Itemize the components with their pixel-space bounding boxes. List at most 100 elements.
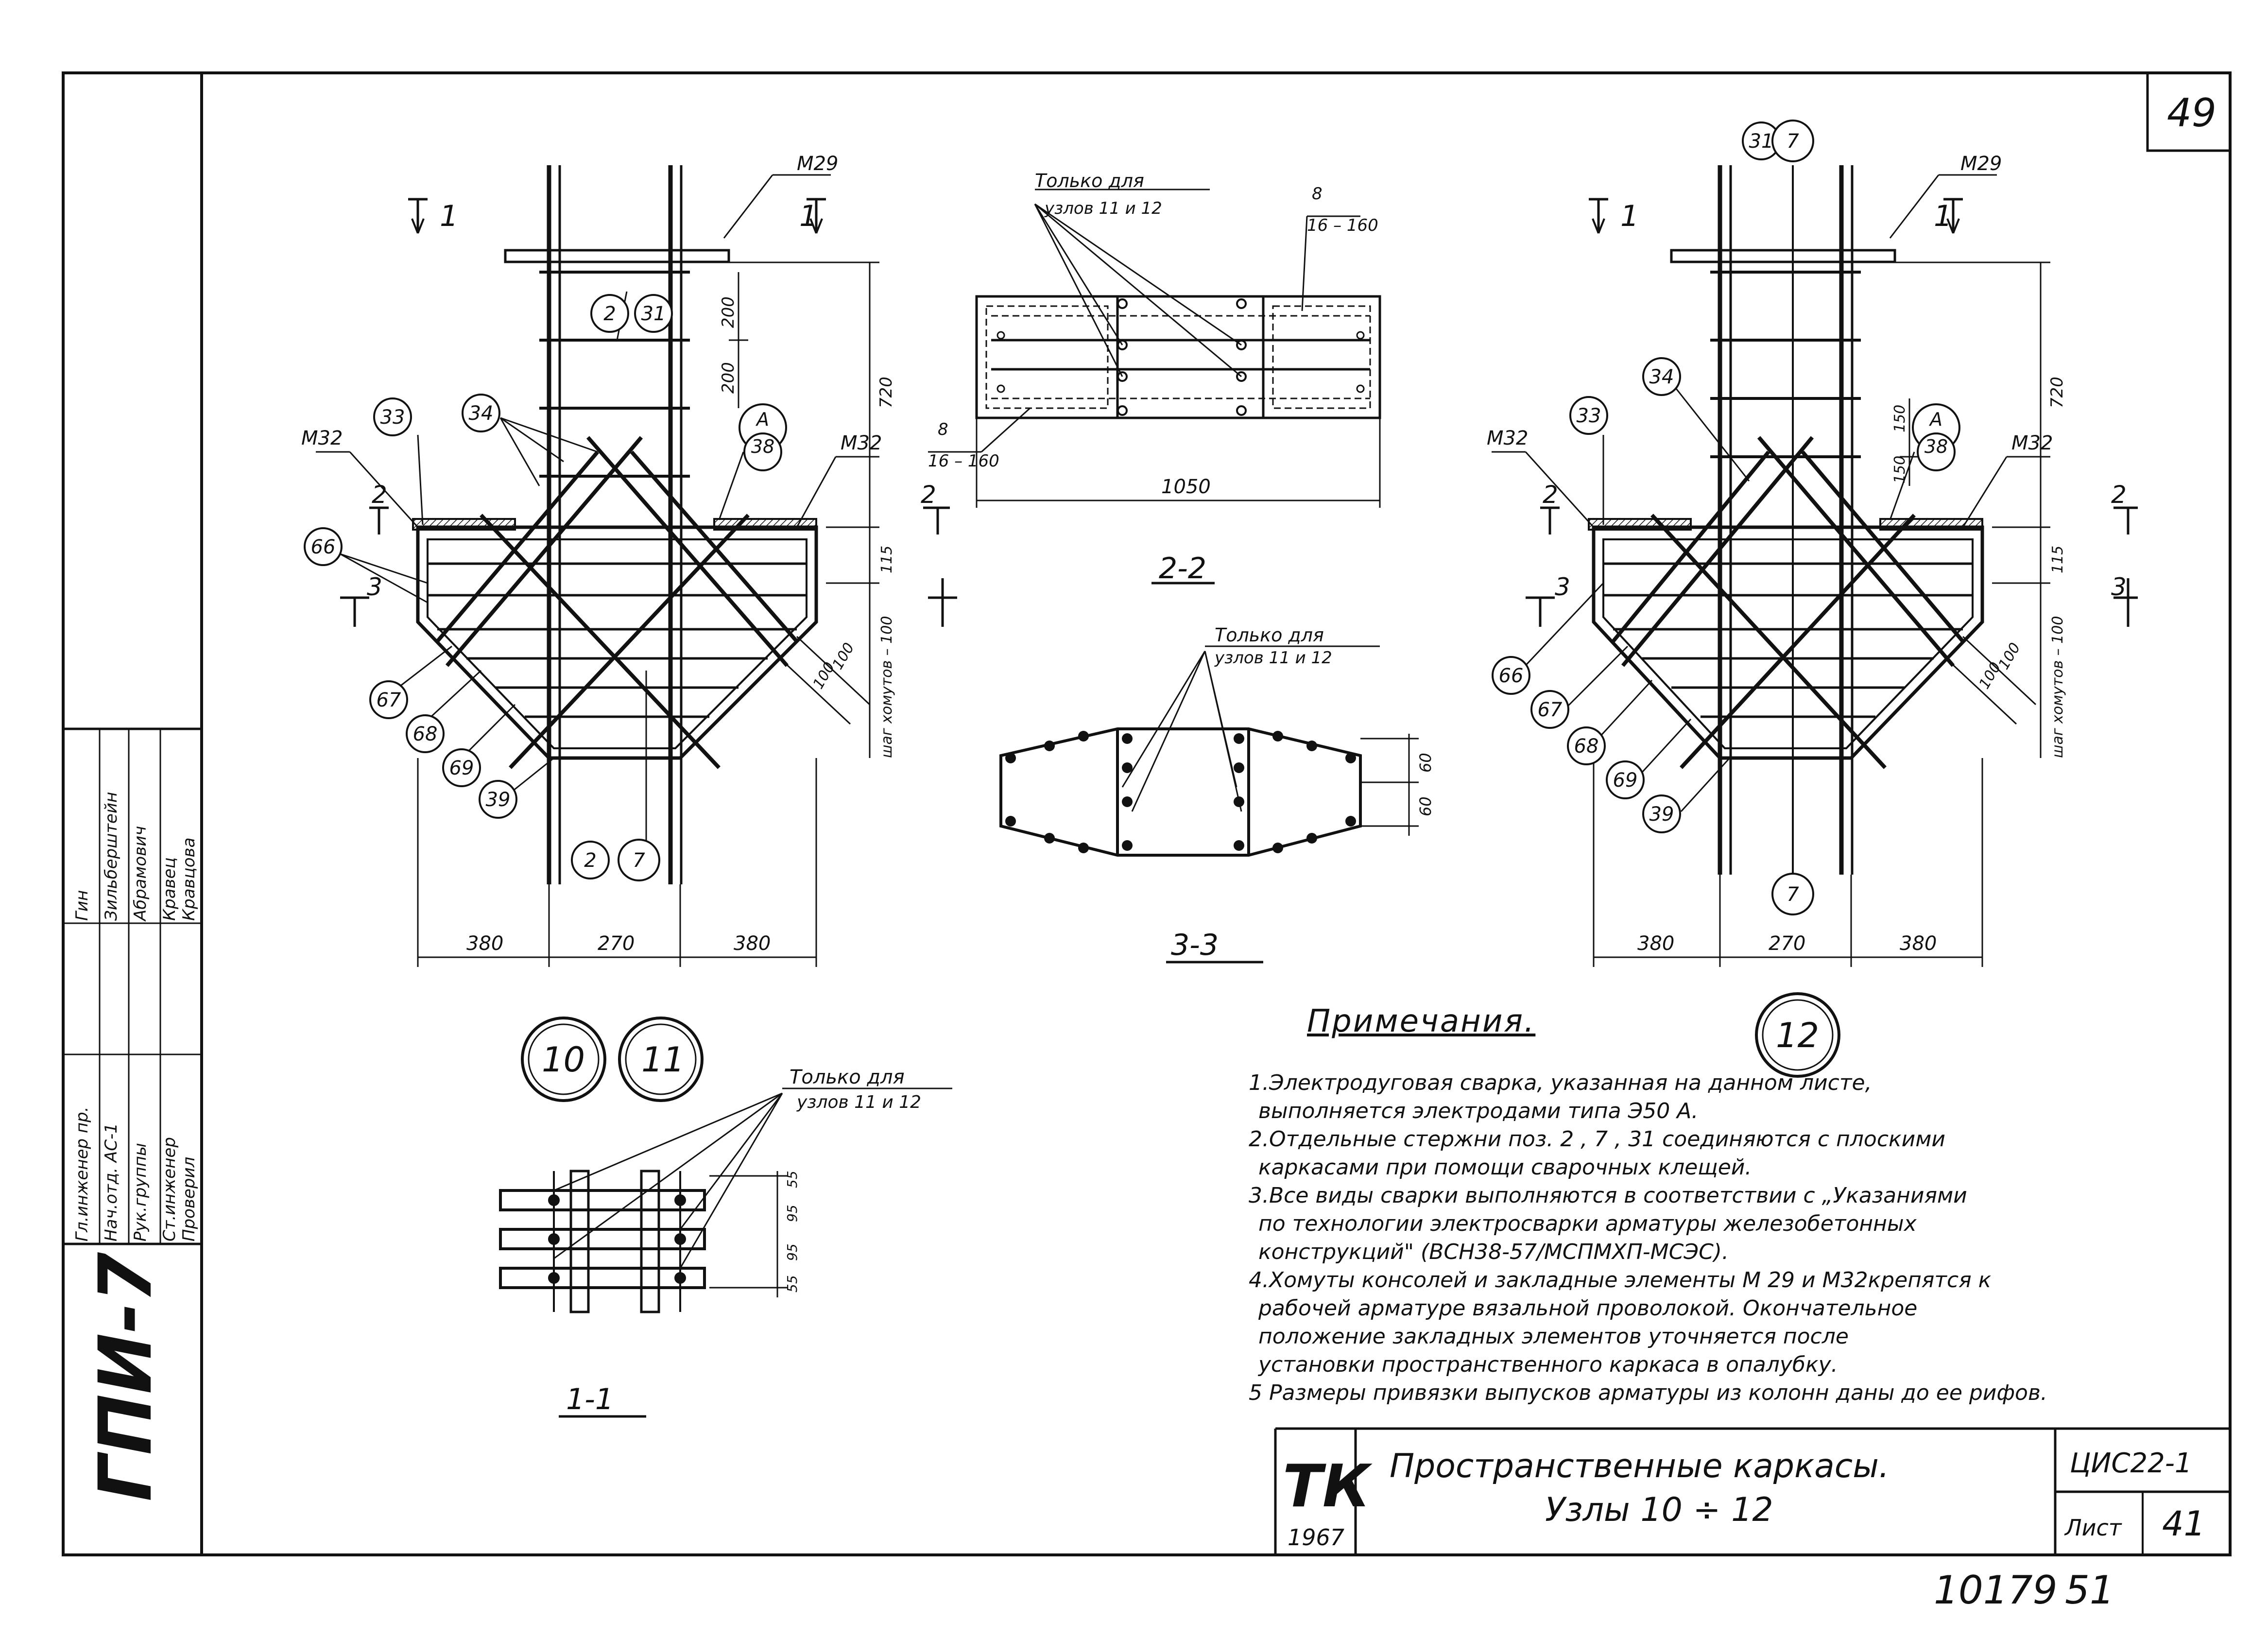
position-bubble-b2b: 2 <box>571 841 610 879</box>
bar-dot <box>1044 833 1055 844</box>
bubble-label-b39: 39 <box>1649 803 1674 826</box>
tag-m32-left: М32 <box>301 427 343 449</box>
s33-dim-60-b: 60 <box>1416 796 1435 816</box>
bar-dot <box>674 1194 686 1206</box>
section-label-2-right: 2 <box>921 481 936 509</box>
s33-note-2: узлов 11 и 12 <box>1214 648 1332 668</box>
note-line: положение закладных элементов уточняется… <box>1258 1324 1849 1349</box>
note-line: каркасами при помощи сварочных клещей. <box>1258 1155 1752 1180</box>
position-bubble-b66: 66 <box>304 527 343 566</box>
bubble-label-b69: 69 <box>449 757 474 779</box>
frame <box>62 71 2232 1556</box>
bar-dot <box>1005 753 1016 763</box>
title-line-2: Узлы 10 ÷ 12 <box>1545 1491 1773 1529</box>
bottom-number-1: 10179 <box>1934 1568 2058 1613</box>
title-list-number: 41 <box>2162 1504 2205 1544</box>
note-line: рабочей арматуре вязальной проволокой. О… <box>1258 1296 1918 1321</box>
section-label-1-left: 1 <box>440 199 458 233</box>
s11-note-1: Только для <box>790 1066 905 1088</box>
position-bubble-b7: 7 <box>618 839 660 881</box>
tag-m32-left-r: М32 <box>1487 427 1528 449</box>
position-bubble-b7top: 7 <box>1771 120 1814 162</box>
bubble-label-b66: 66 <box>1499 665 1524 687</box>
bubble-label-b38: 38 <box>751 436 774 457</box>
position-bubble-b33: 33 <box>1569 396 1608 435</box>
section-3-3-title: 3-3 <box>1171 928 1219 962</box>
shag-label-r: шаг хомутов – 100 <box>2049 616 2066 758</box>
position-bubble-b33: 33 <box>373 397 412 436</box>
bar-dot <box>1005 816 1016 827</box>
strip-name-4: Кравцова <box>179 838 199 921</box>
tag-m32-right: М32 <box>841 432 882 454</box>
right-plan-labels: 1 1 М29 М32 М32 2 2 3 3 150 150 720 115 … <box>1487 153 2127 955</box>
section-2-2-drawing <box>928 189 1381 585</box>
strip-role-2: Рук.группы <box>131 1143 150 1241</box>
section-label-2-left-r: 2 <box>1543 481 1558 509</box>
section-label-3-left-r: 3 <box>1555 573 1570 601</box>
left-strip: ГПИ-7 Гл.инженер пр. Нач.отд. АС-1 Рук.гру… <box>72 792 199 1501</box>
bar-dot <box>1306 741 1317 751</box>
s33-note-1: Только для <box>1215 624 1324 646</box>
node-circles <box>521 992 1840 1102</box>
bar-dot <box>548 1194 560 1206</box>
s22-note-2: узлов 11 и 12 <box>1044 199 1162 218</box>
section-3-3-drawing <box>999 645 1419 964</box>
bubble-label-b67: 67 <box>1538 699 1563 721</box>
note-line: 5 Размеры привязки выпусков арматуры из … <box>1249 1380 2047 1405</box>
section-3-3-labels: Только для узлов 11 и 12 60 60 3-3 <box>1171 624 1435 962</box>
shag-label: шаг хомутов – 100 <box>878 616 895 758</box>
bar-dot <box>674 1272 686 1284</box>
bubble-label-b7top: 7 <box>1787 130 1799 153</box>
strip-role-0: Гл.инженер пр. <box>72 1106 92 1241</box>
strip-role-1: Нач.отд. АС-1 <box>102 1123 121 1241</box>
s22-dim-8-top: 8 <box>1312 184 1323 204</box>
node-label-11: 11 <box>641 1040 685 1080</box>
s33-dim-60-a: 60 <box>1416 753 1435 773</box>
section-3-3-bars <box>1005 731 1356 853</box>
position-bubble-b39: 39 <box>479 780 517 819</box>
bar-dot <box>1122 840 1133 851</box>
s22-dim-1050: 1050 <box>1161 476 1211 498</box>
section-2-2-title: 2-2 <box>1159 552 1206 586</box>
bubble-label-b2b: 2 <box>584 849 596 872</box>
dim-380-right-r: 380 <box>1900 932 1937 955</box>
page-number: 49 <box>2167 90 2216 136</box>
right-plan-view <box>1492 165 2138 967</box>
section-label-1-right: 1 <box>799 199 818 233</box>
section-label-3-left: 3 <box>367 573 382 601</box>
bubble-label-b7: 7 <box>633 849 645 872</box>
note-line: установки пространственного каркаса в оп… <box>1258 1352 1838 1377</box>
bottom-number-2: 51 <box>2065 1568 2114 1613</box>
tag-m32-right-r: М32 <box>2011 432 2053 454</box>
bubble-label-b31: 31 <box>641 303 666 325</box>
position-bubble-b69: 69 <box>1606 760 1645 799</box>
bar-dot <box>1234 840 1244 851</box>
s22-note-1: Только для <box>1035 170 1144 191</box>
note-line: выполняется электродами типа Э50 А. <box>1258 1099 1699 1123</box>
bar-dot <box>1345 816 1356 827</box>
bar-dot <box>1345 753 1356 763</box>
section-label-2-left: 2 <box>372 481 387 509</box>
s11-dim-1: 55 <box>784 1171 800 1188</box>
position-bubble-b7: 7 <box>1771 873 1814 915</box>
org-label: ГПИ-7 <box>84 1252 168 1501</box>
bubble-label-b68: 68 <box>1574 735 1599 758</box>
dim-115-r: 115 <box>2049 546 2066 573</box>
bubble-label-b34: 34 <box>1649 366 1674 388</box>
strip-name-3: Кравец <box>160 857 179 921</box>
position-bubble-b34: 34 <box>1642 357 1681 396</box>
title-list-label: Лист <box>2064 1515 2122 1541</box>
bar-dot <box>1044 741 1055 751</box>
title-block-frame <box>1274 1427 2230 1555</box>
bubble-label-b69: 69 <box>1613 769 1638 792</box>
position-bubble-b38: 38 <box>743 432 782 471</box>
dim-115: 115 <box>878 546 895 573</box>
dim-720: 720 <box>876 377 896 408</box>
node-label-10: 10 <box>542 1040 585 1080</box>
title-logo: ТК <box>1283 1453 1373 1520</box>
dim-200-a: 200 <box>719 296 738 328</box>
bar-dot <box>1078 731 1089 741</box>
position-bubble-b31: 31 <box>634 294 673 333</box>
